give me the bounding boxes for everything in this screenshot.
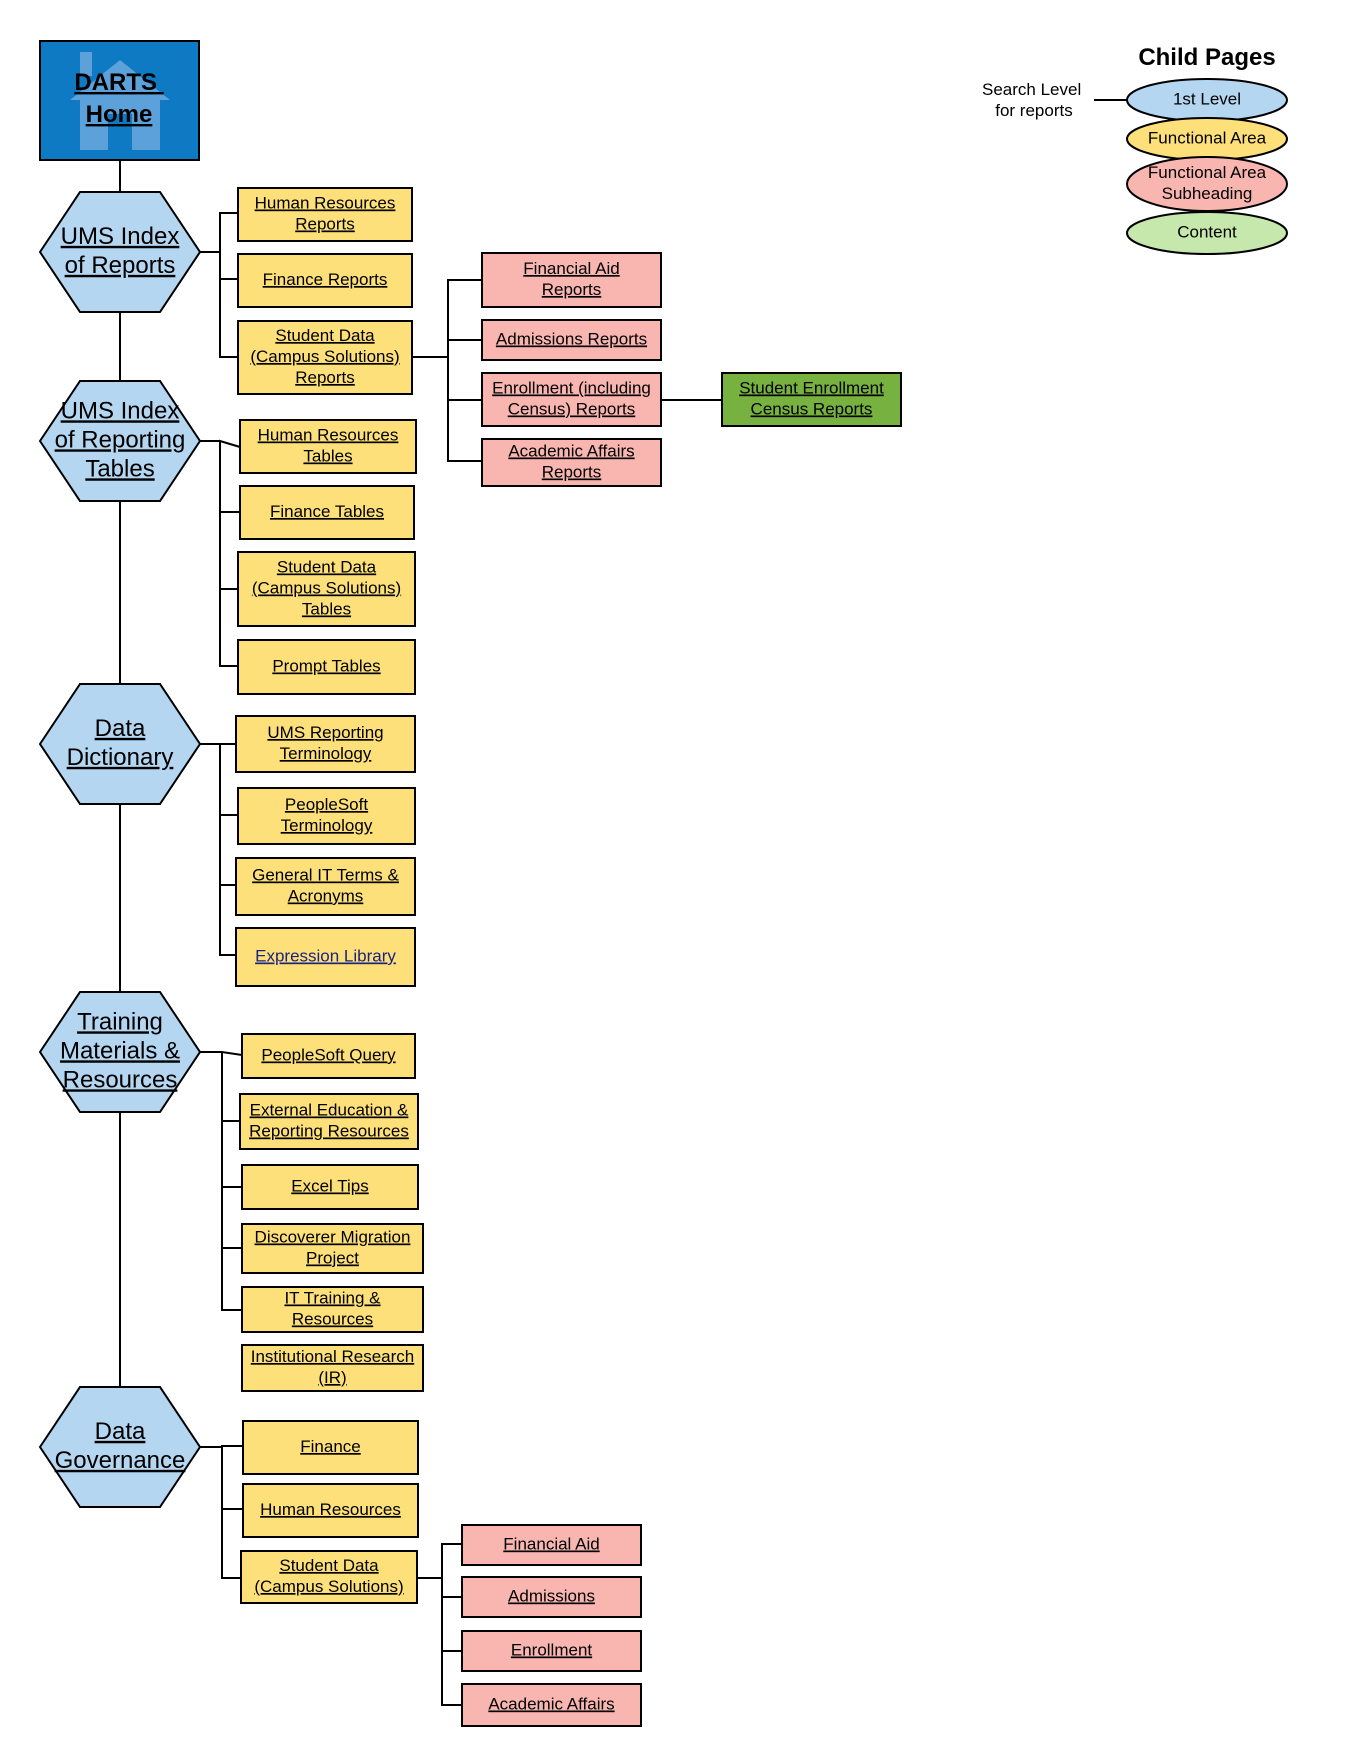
boxes-gov_enrollment-label: Enrollment bbox=[511, 1640, 593, 1659]
box-gov-student-data[interactable]: Student Data(Campus Solutions) bbox=[240, 1550, 418, 1604]
boxes-gov_finance-label: Finance bbox=[300, 1437, 360, 1456]
legend-item-label: Functional Area bbox=[1148, 128, 1267, 147]
box-admissions-reports[interactable]: Admissions Reports bbox=[481, 319, 662, 361]
legend-title: Child Pages bbox=[1138, 44, 1275, 71]
boxes-gov_admissions-label: Admissions bbox=[508, 1586, 595, 1605]
boxes-student_data_reports-label: Student Data(Campus Solutions)Reports bbox=[250, 326, 399, 387]
darts-home-box[interactable]: DARTS Home bbox=[39, 40, 200, 161]
box-peoplesoft-query[interactable]: PeopleSoft Query bbox=[241, 1033, 416, 1079]
connector-lines bbox=[119, 99, 1130, 1706]
legend: Child Pages Search Level for reports 1st… bbox=[982, 44, 1288, 255]
legend-search-note: Search Level for reports bbox=[982, 80, 1086, 120]
boxes-gov_hr-label: Human Resources bbox=[260, 1500, 401, 1519]
boxes-external_education-label: External Education &Reporting Resources bbox=[249, 1100, 409, 1140]
legend-item-label: 1st Level bbox=[1173, 89, 1241, 108]
boxes-gov_academic_affairs-label: Academic Affairs bbox=[488, 1694, 614, 1713]
box-institutional-research[interactable]: Institutional Research(IR) bbox=[241, 1344, 424, 1392]
legend-item-content: Content bbox=[1126, 211, 1288, 255]
darts-home-label: DARTS Home bbox=[74, 69, 163, 128]
boxes-admissions_reports-label: Admissions Reports bbox=[496, 329, 647, 348]
legend-item-functional-area: Functional Area bbox=[1126, 117, 1288, 161]
box-prompt-tables[interactable]: Prompt Tables bbox=[237, 639, 416, 695]
boxes-finance_reports-label: Finance Reports bbox=[263, 270, 388, 289]
box-student-data-tables[interactable]: Student Data(Campus Solutions)Tables bbox=[237, 551, 416, 627]
boxes-it_training-label: IT Training &Resources bbox=[284, 1288, 381, 1328]
boxes-prompt_tables-label: Prompt Tables bbox=[272, 656, 380, 675]
boxes-peoplesoft_query-label: PeopleSoft Query bbox=[261, 1045, 396, 1064]
box-external-education[interactable]: External Education &Reporting Resources bbox=[239, 1093, 419, 1150]
boxes-institutional_research-label: Institutional Research(IR) bbox=[251, 1347, 414, 1387]
boxes-it_terms-label: General IT Terms &Acronyms bbox=[252, 865, 399, 905]
box-it-training[interactable]: IT Training &Resources bbox=[241, 1286, 424, 1333]
box-gov-enrollment[interactable]: Enrollment bbox=[461, 1630, 642, 1672]
boxes-excel_tips-label: Excel Tips bbox=[291, 1176, 368, 1195]
box-gov-finance[interactable]: Finance bbox=[242, 1420, 419, 1475]
box-gov-admissions[interactable]: Admissions bbox=[461, 1576, 642, 1618]
box-finance-reports[interactable]: Finance Reports bbox=[237, 253, 413, 308]
boxes-gov_student_data-label: Student Data(Campus Solutions) bbox=[254, 1556, 403, 1596]
box-expression-library[interactable]: Expression Library bbox=[235, 927, 416, 987]
boxes-expression_library-label: Expression Library bbox=[255, 946, 396, 965]
boxes-gov_financial_aid-label: Financial Aid bbox=[503, 1534, 599, 1553]
legend-item-first-level: 1st Level bbox=[1126, 78, 1288, 122]
boxes-finance_tables-label: Finance Tables bbox=[270, 502, 384, 521]
box-it-terms[interactable]: General IT Terms &Acronyms bbox=[235, 857, 416, 916]
box-gov-financial-aid[interactable]: Financial Aid bbox=[461, 1524, 642, 1566]
box-finance-tables[interactable]: Finance Tables bbox=[239, 485, 415, 540]
legend-item-label: Content bbox=[1177, 222, 1237, 241]
box-excel-tips[interactable]: Excel Tips bbox=[241, 1164, 419, 1210]
box-gov-hr[interactable]: Human Resources bbox=[242, 1483, 419, 1538]
boxes-student_data_tables-label: Student Data(Campus Solutions)Tables bbox=[252, 557, 401, 618]
box-gov-academic-affairs[interactable]: Academic Affairs bbox=[461, 1683, 642, 1727]
house-icon bbox=[70, 52, 170, 150]
box-student-data-reports[interactable]: Student Data(Campus Solutions)Reports bbox=[237, 320, 413, 395]
